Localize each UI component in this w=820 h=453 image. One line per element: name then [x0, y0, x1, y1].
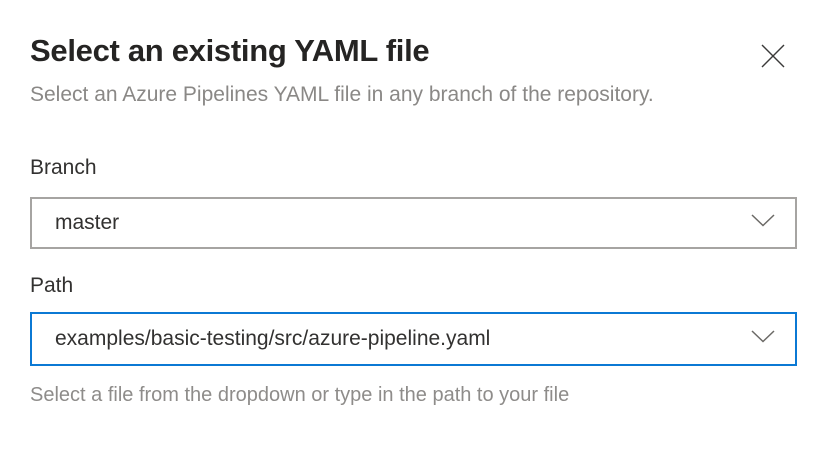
close-button[interactable] — [755, 38, 791, 74]
page-title: Select an existing YAML file — [30, 33, 430, 68]
chevron-down-icon — [751, 214, 775, 232]
dialog-header: Select an existing YAML file — [30, 32, 797, 74]
close-icon — [759, 42, 787, 70]
path-combobox-value: examples/basic-testing/src/azure-pipelin… — [55, 327, 491, 350]
path-label: Path — [30, 274, 74, 297]
branch-dropdown[interactable]: master — [30, 197, 797, 249]
dialog-subtitle: Select an Azure Pipelines YAML file in a… — [30, 83, 654, 106]
path-helper-text: Select a file from the dropdown or type … — [30, 384, 570, 406]
branch-dropdown-value: master — [55, 211, 120, 234]
branch-label: Branch — [30, 156, 97, 179]
chevron-down-icon — [751, 330, 775, 348]
path-combobox[interactable]: examples/basic-testing/src/azure-pipelin… — [30, 312, 797, 366]
